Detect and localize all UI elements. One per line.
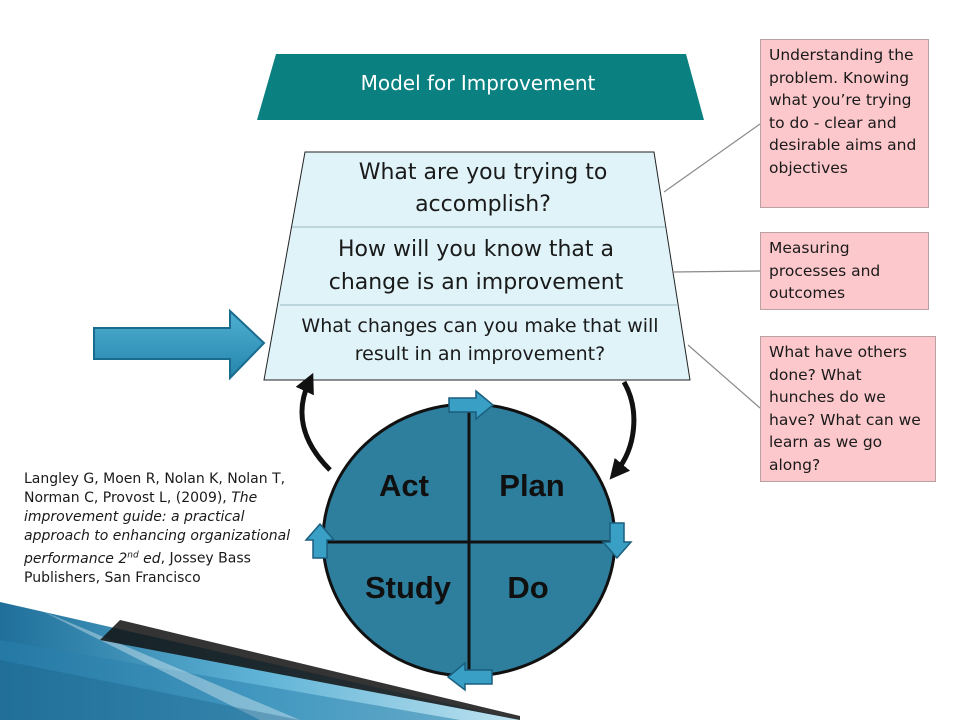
connector-line xyxy=(671,270,761,273)
cycle-label-plan: Plan xyxy=(499,468,565,503)
curved-arrow-right xyxy=(609,380,637,480)
decorative-corner-stripes xyxy=(0,602,520,720)
banner-title: Model for Improvement xyxy=(360,71,596,95)
question-measure: How will you know that a change is an im… xyxy=(328,237,624,295)
citation-title-end: ed xyxy=(138,550,161,567)
cycle-arrow-left xyxy=(304,522,336,559)
pdsa-cycle xyxy=(321,402,617,678)
cycle-arrow-right xyxy=(601,522,633,560)
curved-arrow-left xyxy=(295,372,332,472)
citation-publisher: , Jossey Bass Publishers, San Francisco xyxy=(24,550,251,586)
cycle-arrow-bottom xyxy=(446,661,493,692)
citation-title-sup: nd xyxy=(127,550,139,560)
connector-line xyxy=(663,123,761,193)
connector-line xyxy=(687,344,761,409)
title-banner xyxy=(257,54,704,120)
questions-block xyxy=(263,151,691,381)
cycle-arrow-top xyxy=(448,389,495,421)
citation-title-main: The improvement guide: a practical appro… xyxy=(24,490,291,567)
citation-authors: Langley G, Moen R, Nolan K, Nolan T, Nor… xyxy=(24,471,286,506)
question-changes: What changes can you make that will resu… xyxy=(301,315,659,365)
cycle-label-act: Act xyxy=(379,468,429,503)
note-understanding: Understanding the problem. Knowing what … xyxy=(760,39,929,208)
citation-title: The improvement guide: a practical appro… xyxy=(24,490,290,567)
note-others: What have others done? What hunches do w… xyxy=(760,336,936,482)
note-connectors xyxy=(663,123,761,409)
cycle-label-study: Study xyxy=(364,570,452,605)
cycle-label-do: Do xyxy=(507,570,549,605)
question-accomplish: What are you trying to accomplish? xyxy=(358,160,608,217)
left-arrow xyxy=(93,308,266,381)
citation: Langley G, Moen R, Nolan K, Nolan T, Nor… xyxy=(24,470,314,588)
note-measuring: Measuring processes and outcomes xyxy=(760,232,929,310)
